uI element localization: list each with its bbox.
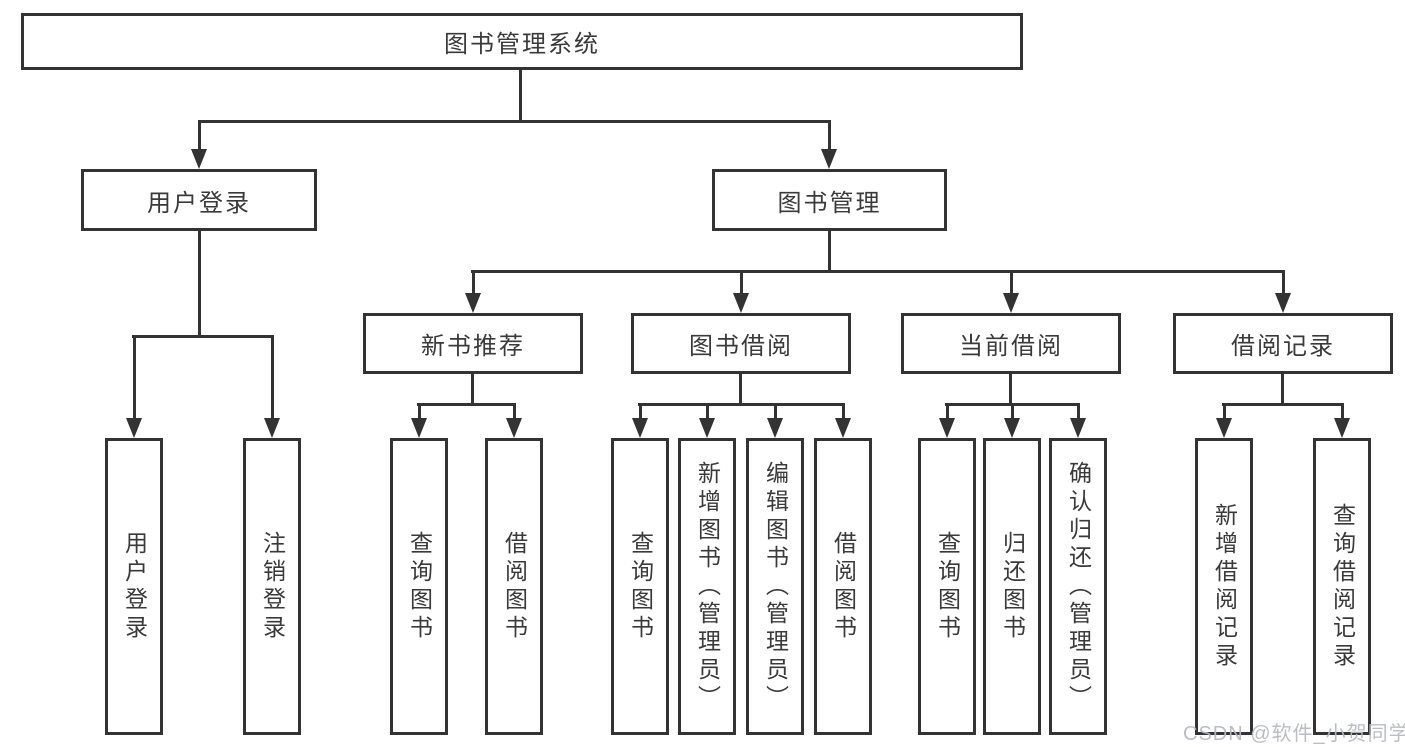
node-library-system: 图书管理系统 (21, 13, 1023, 70)
leaf-borrow-books: 借阅图书 (485, 438, 543, 735)
arrowhead-icon (264, 418, 280, 438)
arrowhead-icon (411, 418, 427, 438)
connector-line (471, 270, 1285, 273)
node-new-book-recommend: 新书推荐 (363, 313, 583, 374)
node-label: 查询图书 (406, 530, 433, 643)
leaf-edit-books-admin: 编辑图书（管理员） (746, 438, 804, 735)
node-label: 新增图书（管理员） (694, 460, 721, 713)
node-borrow-records: 借阅记录 (1173, 313, 1393, 374)
arrowhead-icon (821, 149, 837, 169)
node-label: 查询图书 (627, 530, 654, 643)
arrowhead-icon (1275, 293, 1291, 313)
arrowhead-icon (767, 418, 783, 438)
connector-line (739, 374, 742, 405)
node-label: 编辑图书（管理员） (762, 460, 789, 713)
arrowhead-icon (1070, 418, 1086, 438)
connector-arrow-stem (513, 403, 516, 420)
leaf-logout: 注销登录 (243, 438, 301, 735)
connector-line (638, 403, 845, 406)
node-user-login: 用户登录 (81, 169, 317, 231)
arrowhead-icon (939, 418, 955, 438)
connector-line (471, 374, 474, 405)
connector-arrow-stem (842, 403, 845, 420)
arrowhead-icon (1003, 293, 1019, 313)
leaf-user-login: 用户登录 (105, 438, 163, 735)
connector-arrow-stem (418, 403, 421, 420)
node-label: 图书借阅 (689, 333, 793, 360)
connector-arrow-stem (133, 335, 136, 420)
leaf-borrow-books: 借阅图书 (814, 438, 872, 735)
connector-arrow-stem (472, 270, 475, 295)
leaf-return-books: 归还图书 (983, 438, 1041, 735)
node-label: 注销登录 (259, 530, 286, 643)
connector-arrow-stem (706, 403, 709, 420)
connector-arrow-stem (740, 270, 743, 295)
arrowhead-icon (1004, 418, 1020, 438)
node-label: 用户登录 (147, 189, 251, 217)
connector-line (519, 70, 522, 122)
leaf-query-books: 查询图书 (611, 438, 669, 735)
node-label: 用户登录 (121, 530, 148, 643)
arrowhead-icon (699, 418, 715, 438)
node-label: 查询借阅记录 (1329, 502, 1356, 671)
arrowhead-icon (1334, 418, 1350, 438)
arrowhead-icon (465, 293, 481, 313)
node-label: 新书推荐 (421, 333, 525, 360)
node-label: 新增借阅记录 (1211, 502, 1238, 671)
node-label: 借阅图书 (830, 530, 857, 643)
connector-arrow-stem (198, 120, 201, 151)
connector-arrow-stem (271, 335, 274, 420)
leaf-add-borrow-record: 新增借阅记录 (1195, 438, 1253, 735)
arrowhead-icon (1216, 418, 1232, 438)
arrowhead-icon (835, 418, 851, 438)
connector-arrow-stem (1011, 403, 1014, 420)
node-label: 当前借阅 (959, 333, 1063, 360)
connector-line (198, 231, 201, 337)
arrowhead-icon (126, 418, 142, 438)
node-current-borrowing: 当前借阅 (901, 313, 1121, 374)
connector-arrow-stem (1282, 270, 1285, 295)
connector-line (417, 403, 516, 406)
node-label: 归还图书 (999, 530, 1026, 643)
connector-arrow-stem (639, 403, 642, 420)
connector-arrow-stem (774, 403, 777, 420)
arrowhead-icon (191, 149, 207, 169)
node-label: 借阅图书 (501, 530, 528, 643)
node-label: 图书管理系统 (444, 31, 600, 58)
connector-line (132, 335, 274, 338)
connector-arrow-stem (1341, 403, 1344, 420)
leaf-query-books: 查询图书 (390, 438, 448, 735)
connector-line (828, 231, 831, 272)
leaf-confirm-return-admin: 确认归还（管理员） (1049, 438, 1107, 735)
leaf-query-books: 查询图书 (918, 438, 976, 735)
connector-line (198, 120, 830, 123)
watermark: CSDN @软件_小贺同学 (1183, 723, 1405, 745)
connector-line (1281, 374, 1284, 405)
node-label: 图书管理 (777, 189, 882, 217)
connector-arrow-stem (828, 120, 831, 151)
connector-arrow-stem (1223, 403, 1226, 420)
arrowhead-icon (733, 293, 749, 313)
connector-arrow-stem (946, 403, 949, 420)
node-book-management: 图书管理 (712, 169, 947, 231)
connector-arrow-stem (1077, 403, 1080, 420)
node-label: 借阅记录 (1231, 333, 1335, 360)
connector-arrow-stem (1010, 270, 1013, 295)
node-book-borrowing: 图书借阅 (631, 313, 851, 374)
connector-line (1009, 374, 1012, 405)
arrowhead-icon (632, 418, 648, 438)
arrowhead-icon (506, 418, 522, 438)
node-label: 确认归还（管理员） (1065, 460, 1092, 713)
leaf-query-borrow-record: 查询借阅记录 (1313, 438, 1371, 735)
leaf-add-books-admin: 新增图书（管理员） (678, 438, 736, 735)
connector-line (1222, 403, 1344, 406)
node-label: 查询图书 (934, 530, 961, 643)
